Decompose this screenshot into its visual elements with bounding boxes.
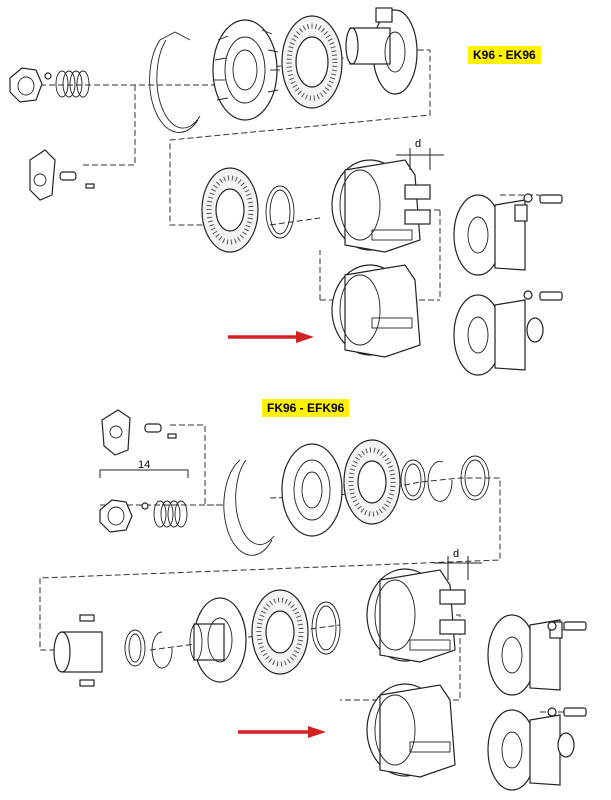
top-friction-hub: [212, 19, 280, 121]
top-spring: [55, 70, 90, 98]
bottom-spring: [153, 500, 188, 528]
bottom-o-ring: [311, 601, 341, 655]
top-yoke-upper: [453, 194, 528, 276]
bottom-red-arrow: [238, 726, 326, 738]
bottom-shaft: [53, 614, 103, 687]
top-red-arrow: [228, 331, 314, 343]
top-snap-ring: [149, 31, 201, 133]
bottom-yoke-upper: [487, 614, 563, 696]
bottom-bolt-lower: [547, 707, 587, 717]
top-nut: [9, 67, 43, 103]
bottom-ring-4: [124, 629, 146, 667]
top-dimension-label: d: [415, 138, 421, 150]
bottom-ring-5: [151, 631, 173, 669]
top-vertical-axis: [80, 85, 136, 166]
bottom-ball: [141, 502, 149, 510]
top-bolt-upper: [523, 193, 563, 204]
top-lever-plate: [29, 149, 95, 201]
top-housing-upper: [331, 159, 431, 253]
bottom-assembly: 14: [39, 409, 587, 791]
top-ball: [44, 72, 52, 80]
bottom-ring-2: [427, 460, 453, 502]
bottom-yoke-lower: [487, 709, 575, 791]
top-friction-disc: [281, 15, 343, 109]
top-model-label: K96 - EK96: [468, 46, 541, 64]
bottom-dimension-label: d: [453, 548, 459, 560]
bottom-friction-disc: [343, 439, 401, 525]
top-yoke-lower: [453, 294, 544, 376]
top-friction-disc-2: [201, 167, 259, 253]
bottom-ring-3: [460, 455, 490, 501]
bottom-friction-hub: [281, 443, 343, 537]
bottom-housing-lower: [366, 683, 456, 778]
bottom-model-label: FK96 - EFK96: [262, 399, 350, 417]
bottom-bolt-upper: [547, 621, 587, 631]
bottom-housing-upper: [366, 568, 466, 663]
bottom-clutch-bell: [189, 597, 247, 683]
bottom-snap-ring: [223, 459, 275, 556]
bottom-dimension-d: d: [434, 548, 482, 580]
bottom-ring-1: [400, 459, 426, 501]
top-o-ring: [265, 185, 295, 239]
top-dimension-d: d: [396, 138, 444, 170]
bottom-group-callout: 14: [138, 459, 150, 471]
bottom-nut: [99, 499, 133, 533]
bottom-group-bracket: 14: [99, 459, 189, 478]
top-assembly: d: [9, 7, 563, 376]
top-housing-lower: [331, 264, 421, 358]
bottom-lever-plate: [101, 409, 177, 456]
bottom-friction-disc-2: [251, 589, 309, 675]
top-bolt-lower: [523, 290, 563, 301]
top-flange-shaft: [345, 7, 418, 95]
